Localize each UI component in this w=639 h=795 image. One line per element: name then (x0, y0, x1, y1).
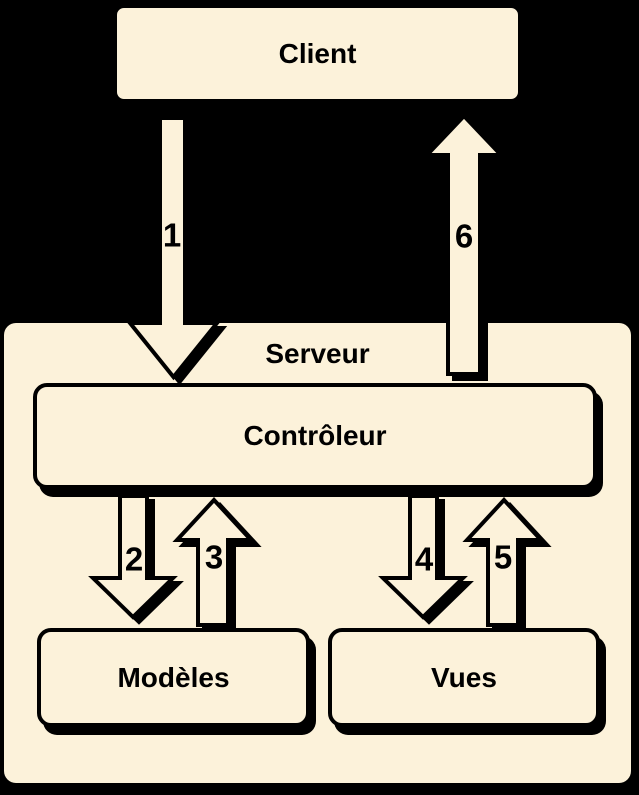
arrow-2-label: 2 (124, 540, 144, 578)
modeles-node-label: Modèles (117, 661, 230, 693)
arrow-1-label: 1 (162, 216, 182, 254)
modeles-node: Modèles (37, 628, 310, 727)
serveur-group-label: Serveur (265, 338, 370, 369)
vues-node-label: Vues (431, 661, 497, 693)
arrow-6-label: 6 (454, 217, 474, 255)
client-node-label: Client (278, 37, 357, 69)
arrow-5-label: 5 (493, 538, 513, 576)
controleur-node: Contrôleur (33, 383, 597, 489)
client-node: Client (113, 4, 522, 103)
vues-node: Vues (328, 628, 600, 727)
controleur-node-label: Contrôleur (243, 420, 387, 451)
arrow-3-label: 3 (204, 538, 224, 576)
arrow-4-label: 4 (414, 540, 434, 578)
